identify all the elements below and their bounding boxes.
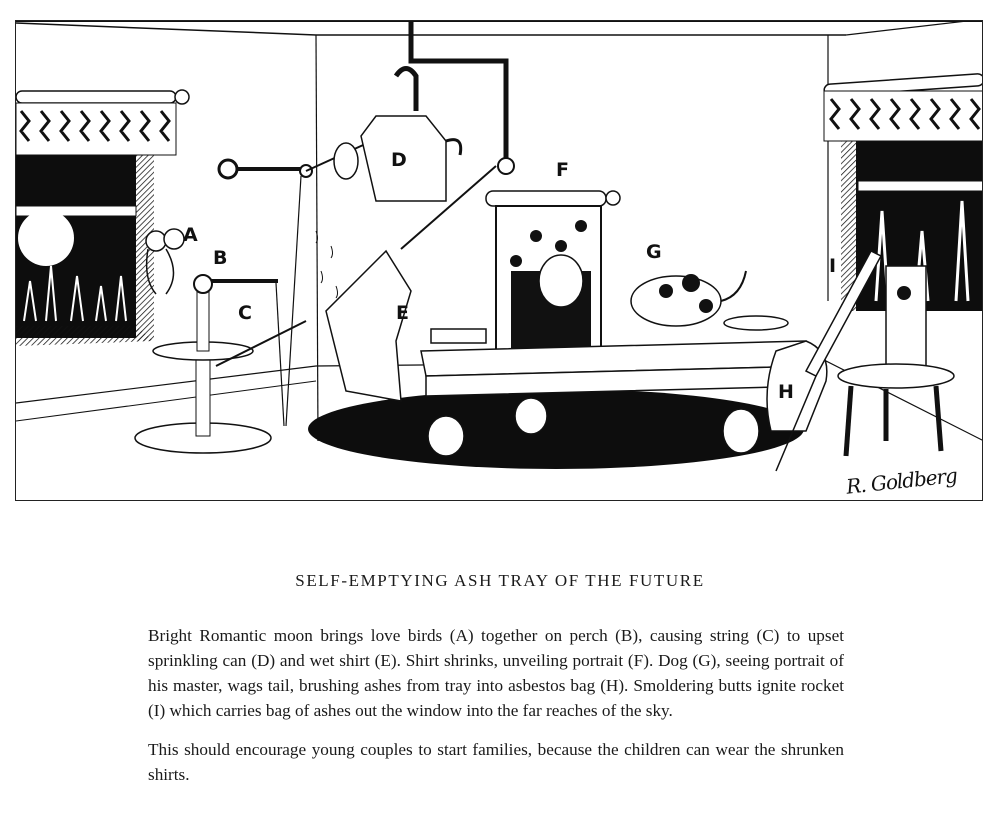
cartoon-illustration: A B C D E F G H I R. Goldberg bbox=[15, 20, 983, 501]
label-h: H bbox=[778, 381, 794, 403]
label-e: E bbox=[396, 302, 409, 324]
caption-paragraph-2: This should encourage young couples to s… bbox=[148, 740, 844, 784]
right-window bbox=[823, 73, 982, 311]
left-window bbox=[16, 89, 190, 346]
label-d: D bbox=[391, 149, 407, 171]
caption-paragraph-1: Bright Romantic moon brings love birds (… bbox=[148, 626, 844, 720]
label-b: B bbox=[213, 247, 228, 269]
cartoon-drawing bbox=[16, 21, 982, 472]
caption-body: Bright Romantic moon brings love birds (… bbox=[148, 623, 844, 801]
label-a: A bbox=[183, 224, 198, 246]
label-c: C bbox=[238, 302, 252, 324]
label-i: I bbox=[829, 255, 837, 277]
label-f: F bbox=[556, 159, 569, 181]
label-g: G bbox=[646, 241, 662, 263]
cartoon-title: SELF-EMPTYING ASH TRAY OF THE FUTURE bbox=[295, 571, 705, 590]
